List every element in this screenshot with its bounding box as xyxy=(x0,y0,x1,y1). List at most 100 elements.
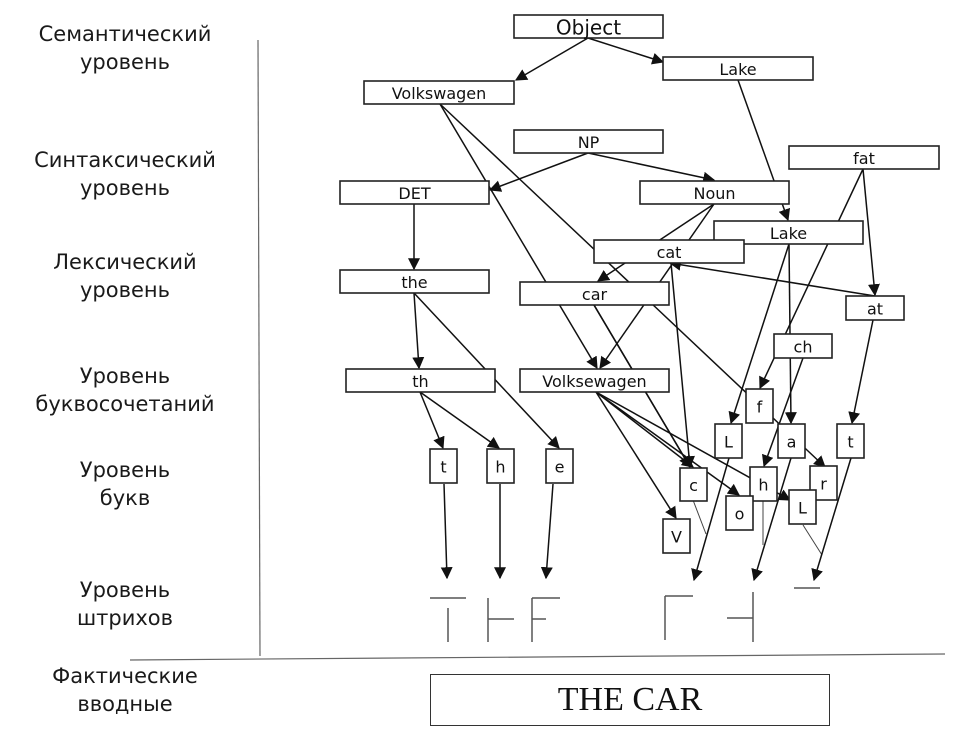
node-o: o xyxy=(725,495,754,531)
node-th: th xyxy=(345,368,496,393)
arrow-e-to-stroke xyxy=(540,483,554,580)
edge-at-to-t2 xyxy=(848,319,874,425)
node-box xyxy=(486,448,515,484)
stroke-T xyxy=(430,597,466,642)
edge-cat-to-c xyxy=(670,262,695,469)
edge-np-to-noun xyxy=(587,152,716,184)
node-label: fat xyxy=(853,149,875,168)
level-label-line: Уровень xyxy=(79,578,171,602)
node-ch: ch xyxy=(773,333,833,359)
node-h1: h xyxy=(486,448,515,484)
node-box xyxy=(788,145,940,170)
level-label-line: уровень xyxy=(79,278,170,302)
node-label: NP xyxy=(578,133,600,152)
node-box xyxy=(714,423,743,459)
node-label: Lake xyxy=(719,60,756,79)
node-label: e xyxy=(555,458,565,477)
edge-th-to-t1 xyxy=(419,391,445,450)
stroke-H xyxy=(487,598,514,642)
node-L2: L xyxy=(788,489,817,525)
node-box xyxy=(513,14,664,39)
level-label-line: Уровень xyxy=(79,458,171,482)
node-volksewagen: Volksewagen xyxy=(519,368,670,393)
node-object: Object xyxy=(513,14,664,40)
node-box xyxy=(519,281,670,306)
edge-th-to-h1 xyxy=(419,391,500,449)
stroke-A xyxy=(727,592,754,642)
node-c: c xyxy=(679,467,708,502)
level-label-line: вводные xyxy=(77,692,173,716)
node-label: t xyxy=(440,458,446,477)
node-label: t xyxy=(847,433,853,452)
node-box xyxy=(725,495,754,531)
node-label: cat xyxy=(657,243,682,262)
node-box xyxy=(845,295,905,321)
node-f: f xyxy=(745,388,774,424)
node-volkswagen: Volkswagen xyxy=(363,80,515,105)
node-box xyxy=(836,423,865,459)
node-label: ch xyxy=(794,338,813,357)
level-label-strokes: Уровень штрихов xyxy=(0,576,250,632)
level-label-line: букв xyxy=(99,486,151,510)
node-box xyxy=(429,448,458,484)
node-label: a xyxy=(787,433,797,452)
node-box xyxy=(363,80,515,105)
node-box xyxy=(713,220,864,245)
level-label-line: буквосочетаний xyxy=(35,392,215,416)
level-label-syntactic: Синтаксический уровень xyxy=(0,146,250,202)
edge-volksewagen-to-o xyxy=(595,391,740,496)
edge-lake_lex-to-L1 xyxy=(728,243,790,425)
node-box xyxy=(339,269,490,294)
edge-volkswagen-to-volksewagen xyxy=(439,103,598,370)
stroke-marks xyxy=(430,587,820,642)
node-label: o xyxy=(735,505,745,524)
node-box xyxy=(639,180,790,205)
node-box xyxy=(777,423,806,459)
node-a: a xyxy=(777,423,806,459)
node-lake-sem: Lake xyxy=(662,56,814,81)
edge-ch-to-h2 xyxy=(762,357,804,468)
node-label: th xyxy=(412,372,428,391)
node-label: Object xyxy=(556,16,621,40)
node-box xyxy=(662,518,691,554)
level-label-line: уровень xyxy=(79,176,170,200)
node-noun: Noun xyxy=(639,180,790,205)
stroke-arrows xyxy=(440,457,852,582)
node-V: V xyxy=(662,518,691,554)
edge-the-to-th xyxy=(412,292,425,370)
node-box xyxy=(545,448,574,484)
level-label-line: уровень xyxy=(79,50,170,74)
edge-at-to-cat xyxy=(668,258,876,297)
node-box xyxy=(513,129,664,154)
node-label: h xyxy=(495,458,505,477)
node-box xyxy=(339,180,490,205)
thin-connectors xyxy=(692,499,823,556)
arrow-t-to-stroke xyxy=(440,483,453,580)
stroke-C xyxy=(664,595,693,640)
node-box xyxy=(519,368,670,393)
node-box xyxy=(749,466,778,502)
edge-np-to-det xyxy=(488,152,589,192)
edge-fat-to-at xyxy=(862,168,880,297)
node-label: Noun xyxy=(693,184,735,203)
actual-input-text: THE CAR xyxy=(557,681,703,718)
level-label-letters: Уровень букв xyxy=(0,456,250,512)
level-label-line: Лексический xyxy=(53,250,197,274)
node-label: h xyxy=(758,476,768,495)
node-the: the xyxy=(339,269,490,294)
node-det: DET xyxy=(339,180,490,205)
node-t2: t xyxy=(836,423,865,459)
node-fat: fat xyxy=(788,145,940,170)
node-label: c xyxy=(689,476,698,495)
level-label-actual-input: Фактические вводные xyxy=(0,662,250,718)
node-box xyxy=(745,388,774,424)
thin-connector xyxy=(692,499,707,535)
node-label: Volkswagen xyxy=(392,84,487,103)
level-label-letter-combinations: Уровень буквосочетаний xyxy=(0,362,250,418)
edge-object-to-volkswagen xyxy=(514,37,589,81)
node-label: f xyxy=(757,398,763,417)
node-label: r xyxy=(820,475,827,494)
arrow-t-to-stroke xyxy=(811,457,852,582)
